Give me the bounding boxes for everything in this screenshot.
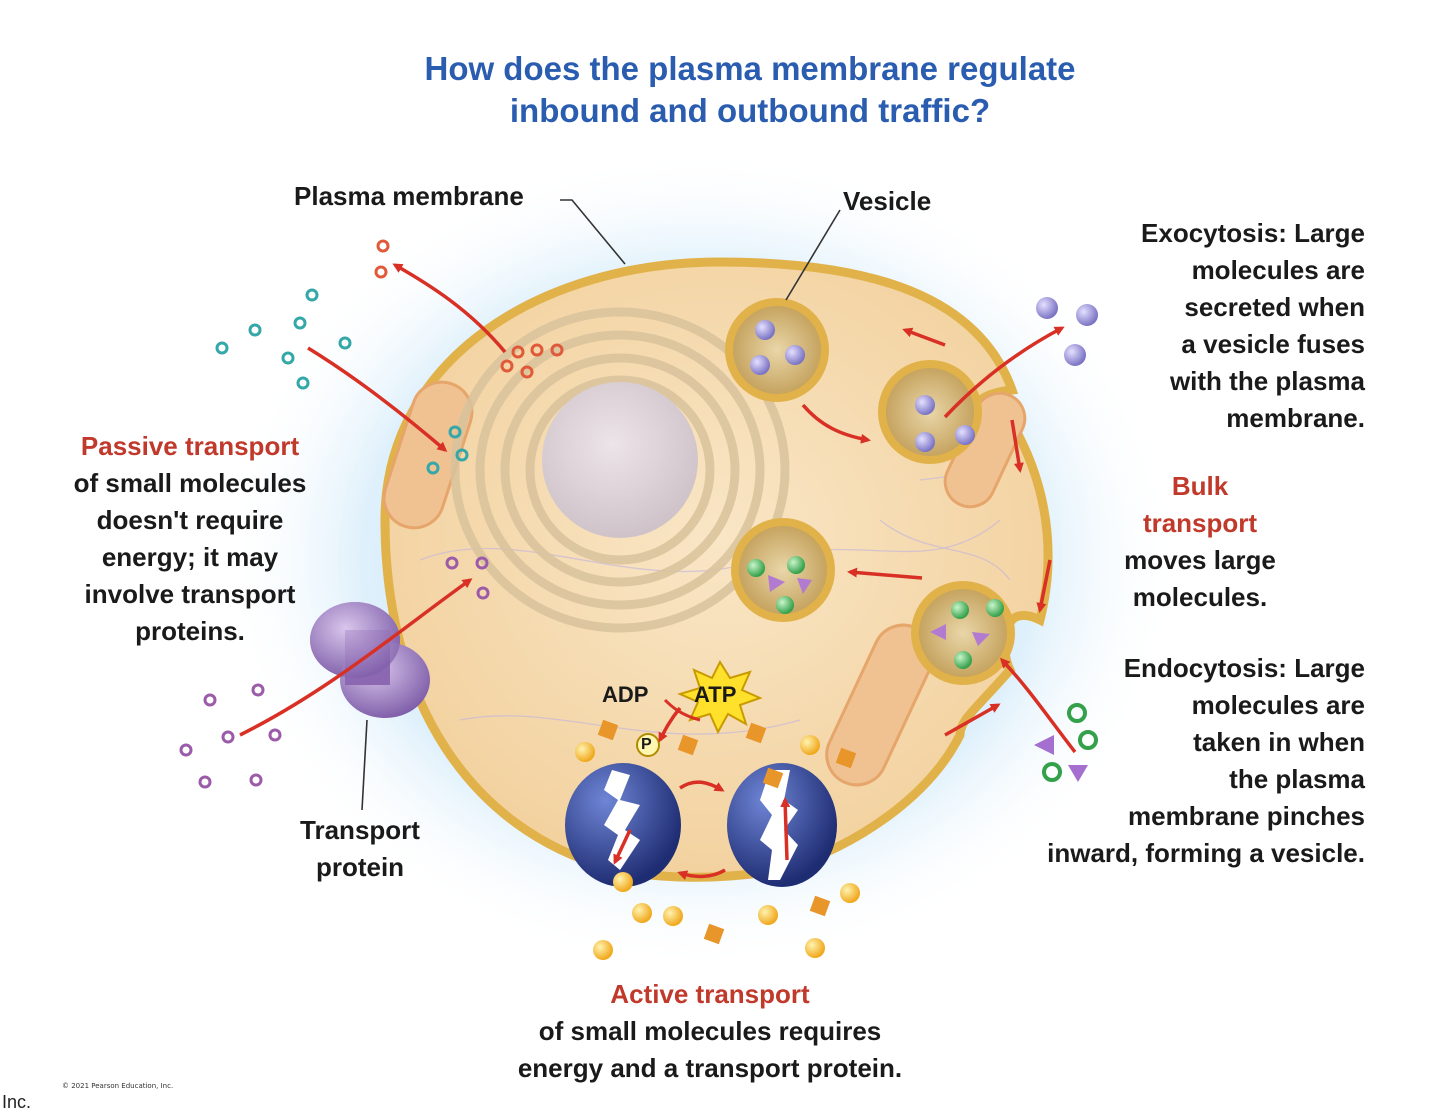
transport-arrows	[239, 263, 1077, 880]
vesicle-endocytic-forming	[911, 581, 1015, 685]
label-atp: ATP	[694, 682, 737, 707]
passive-line-1: of small molecules	[73, 468, 307, 498]
bulk-line-2: molecules.	[1132, 582, 1268, 612]
passive-transport-caption: Passive transport of small molecules doe…	[30, 428, 350, 650]
endo-line-2: molecules are	[1191, 690, 1365, 720]
bulk-transport-caption: Bulk transport moves large molecules.	[1095, 468, 1305, 616]
label-phosphate: P	[641, 736, 652, 753]
pump-open-inward	[565, 763, 681, 887]
teal-small-molecules	[215, 288, 469, 475]
phosphate-marker	[636, 733, 660, 757]
exo-line-6: membrane.	[1226, 403, 1365, 433]
passive-line-3: energy; it may	[101, 542, 279, 572]
exo-line-1: Exocytosis: Large	[1141, 218, 1365, 248]
transport-protein-channel	[310, 602, 430, 718]
exo-line-4: a vesicle fuses	[1181, 329, 1365, 359]
endo-line-4: the plasma	[1229, 764, 1365, 794]
atp-to-adp-arrow	[663, 698, 701, 722]
label-vesicle: Vesicle	[843, 186, 932, 216]
passive-heading: Passive transport	[80, 431, 300, 461]
endo-line-1: Endocytosis: Large	[1123, 653, 1365, 683]
red-small-molecules	[374, 239, 564, 379]
passive-line-5: proteins.	[135, 616, 245, 646]
active-line-2: energy and a transport protein.	[517, 1053, 903, 1083]
exo-line-5: with the plasma	[1169, 366, 1365, 396]
bulk-heading-2: transport	[1142, 508, 1258, 538]
vesicle-fusing	[878, 360, 982, 464]
exocytosis-caption: Exocytosis: Large molecules are secreted…	[1040, 215, 1365, 437]
atp-burst	[677, 659, 763, 735]
exocytosed-large-molecules	[1036, 297, 1098, 366]
active-transport-caption: Active transport of small molecules requ…	[460, 976, 960, 1087]
exo-line-2: molecules are	[1191, 255, 1365, 285]
label-transport-protein: Transport protein	[270, 812, 450, 886]
active-heading: Active transport	[610, 979, 810, 1009]
transport-protein-line-2: protein	[315, 852, 405, 882]
endocytosed-large-molecules	[1034, 703, 1098, 782]
bulk-line-1: moves large	[1124, 545, 1276, 575]
passive-line-4: involve transport	[84, 579, 296, 609]
vesicle-top	[725, 298, 829, 402]
passive-line-2: doesn't require	[96, 505, 284, 535]
endo-line-5: membrane pinches	[1128, 801, 1365, 831]
bulk-heading-1: Bulk	[1171, 471, 1229, 501]
label-plasma-membrane: Plasma membrane	[294, 181, 524, 211]
footer-inc: Inc.	[2, 1092, 32, 1112]
active-line-1: of small molecules requires	[538, 1016, 882, 1046]
vesicle-endocytic-inner	[731, 518, 835, 622]
exo-line-3: secreted when	[1184, 292, 1365, 322]
title-line-2: inbound and outbound traffic?	[509, 92, 991, 129]
copyright-notice: © 2021 Pearson Education, Inc.	[62, 1082, 174, 1090]
endo-line-3: taken in when	[1193, 727, 1365, 757]
active-transport-molecules	[575, 719, 860, 960]
endocytosis-caption: Endocytosis: Large molecules are taken i…	[965, 650, 1365, 872]
label-adp: ADP	[602, 682, 649, 707]
nucleus	[542, 382, 698, 538]
endoplasmic-reticulum	[450, 307, 790, 633]
pump-open-outward	[727, 763, 837, 887]
purple-small-molecules	[179, 556, 490, 789]
diagram-title: How does the plasma membrane regulate in…	[300, 48, 1200, 132]
title-line-1: How does the plasma membrane regulate	[424, 50, 1076, 87]
leader-lines	[361, 199, 841, 811]
mitochondria	[382, 380, 1027, 787]
endo-line-6: inward, forming a vesicle.	[1047, 838, 1365, 868]
transport-protein-line-1: Transport	[300, 815, 420, 845]
